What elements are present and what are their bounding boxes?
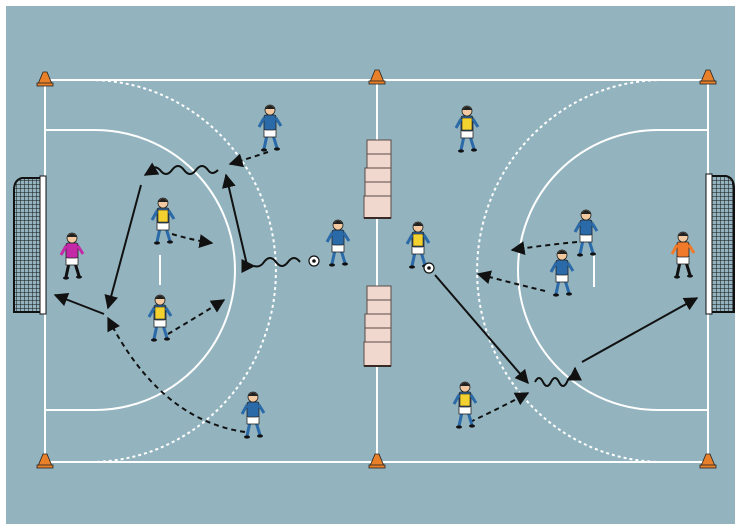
ball-icon <box>424 263 434 273</box>
left-goal-net-icon <box>14 176 46 314</box>
ball-icon <box>309 256 319 266</box>
screen-barrier-bottom-icon <box>364 286 391 366</box>
right-goal-net-icon <box>706 174 734 314</box>
screen-barrier-top-icon <box>364 140 391 218</box>
